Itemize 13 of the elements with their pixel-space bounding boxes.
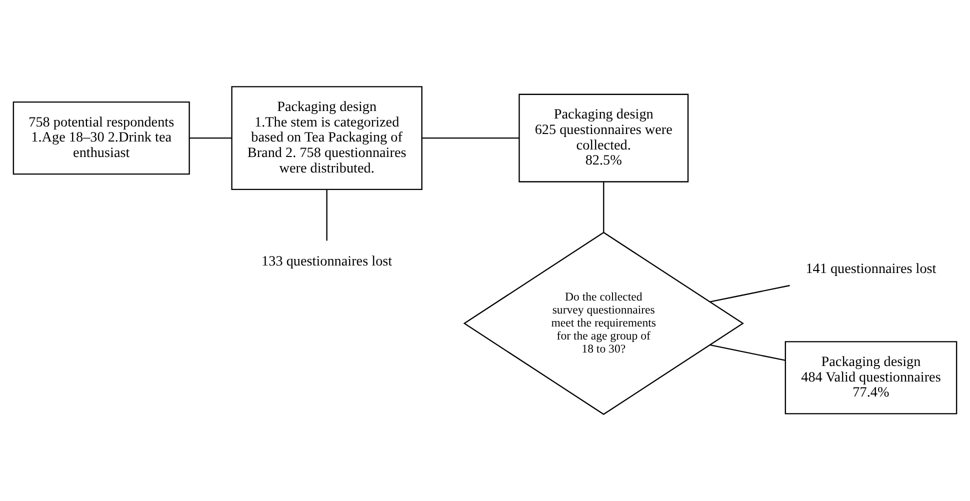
connector (710, 344, 786, 361)
node-box: Packaging design 625 questionnaires were collected. 82.5% (518, 94, 689, 182)
connector (422, 137, 520, 139)
node-text: 133 questionnaires lost (262, 254, 392, 270)
node-diamond: Do the collected survey questionnaires meet the requirements for the age group of 18 to 30? (463, 232, 744, 415)
node-box: Packaging design 484 Valid questionnaires 77.4% (784, 341, 958, 414)
connector (710, 284, 790, 302)
connector (603, 182, 604, 232)
connector (189, 137, 232, 139)
node-box: Packaging design 1.The stem is categorized based on Tea Packaging of Brand 2. 758 questionnaires were distributed. (231, 86, 422, 190)
node-box: 758 potential respondents 1.Age 18–30 2.Drink tea enthusiast (12, 101, 190, 175)
connector (326, 190, 328, 241)
node-text: 141 questionnaires lost (806, 260, 936, 277)
